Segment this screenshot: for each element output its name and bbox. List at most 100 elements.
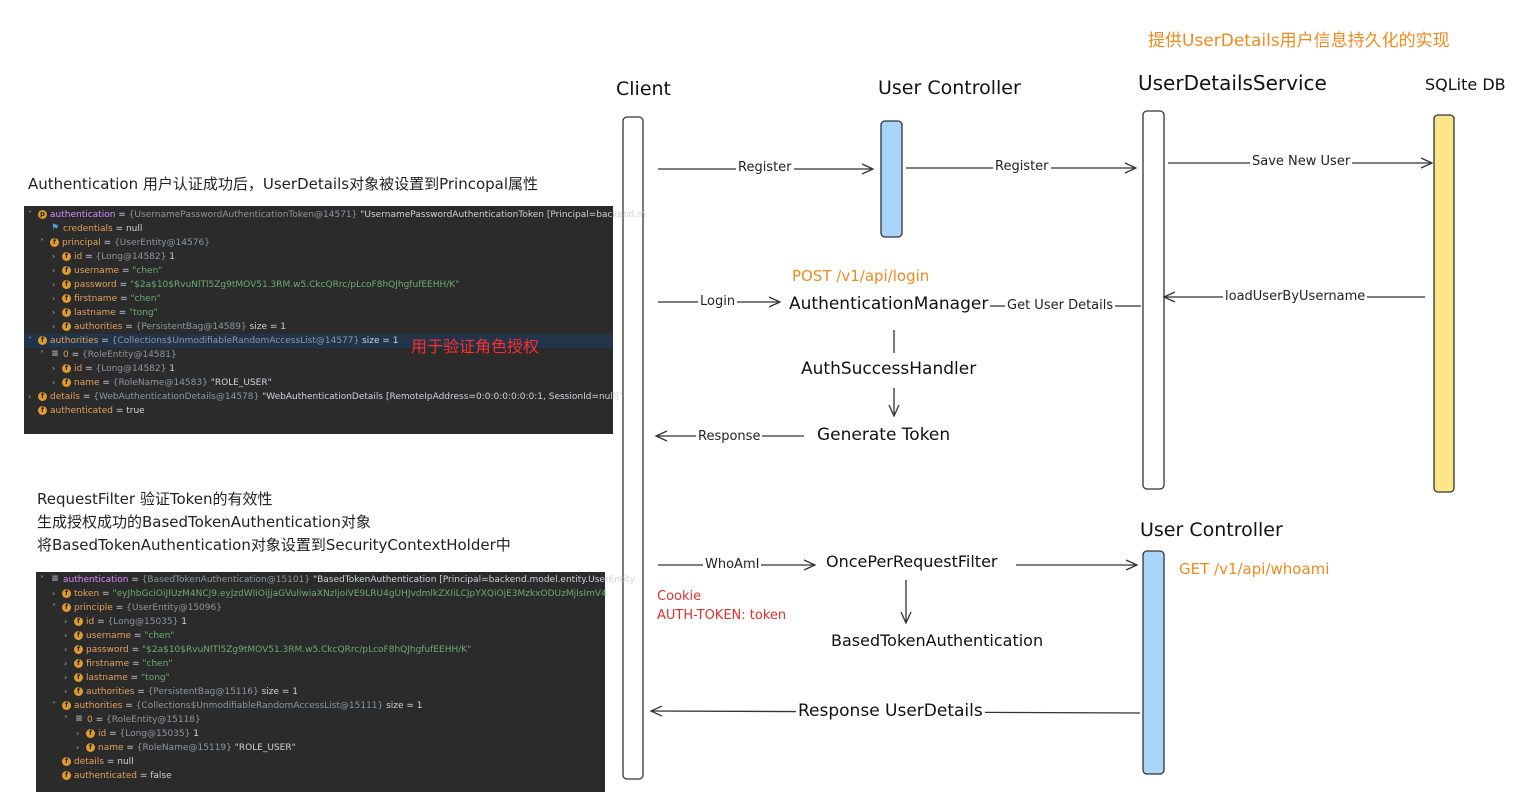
expand-right-icon[interactable]: › [64, 659, 68, 668]
expand-down-icon[interactable]: ˅ [28, 210, 32, 219]
equals-sign: = [112, 224, 126, 234]
debug-panel-based-token: ˅ ≡ authentication = {BasedTokenAuthentica… [36, 572, 635, 792]
expand-right-icon[interactable]: › [64, 687, 68, 696]
debug-field-name: credentials [63, 224, 113, 234]
field-icon: f [50, 238, 59, 247]
debug-field-type: {Long@15035} [107, 617, 182, 627]
equals-sign: = [112, 406, 127, 416]
field-icon: f [38, 406, 47, 415]
label-authentication-manager: AuthenticationManager [787, 294, 991, 314]
debug-field-name: authenticated [74, 771, 137, 781]
debug-field-name: username [74, 266, 119, 276]
annotation-cookie: Cookie [657, 589, 702, 604]
debug-field-type: {BasedTokenAuthentication@15101} [141, 575, 313, 585]
field-icon: f [38, 336, 47, 345]
expand-right-icon[interactable]: › [52, 322, 56, 331]
userdetails-lifeline [1142, 110, 1165, 490]
debug-field-value: size = 1 [249, 322, 287, 332]
expand-right-icon[interactable]: › [52, 280, 56, 289]
expand-down-icon[interactable]: ˅ [64, 715, 68, 724]
expand-right-icon[interactable]: › [64, 617, 68, 626]
expand-right-icon[interactable]: › [64, 631, 68, 640]
debug-field-value: size = 1 [261, 687, 299, 697]
list-icon: ≡ [51, 574, 59, 584]
debug-field-value: 1 [181, 617, 187, 627]
expand-right-icon[interactable]: › [76, 729, 80, 738]
debug-field-name: details [74, 757, 104, 767]
debug-row[interactable]: ˅≡0 = {RoleEntity@14581} [24, 348, 613, 362]
equals-sign: = [128, 575, 142, 585]
expand-right-icon[interactable]: › [52, 294, 56, 303]
debug-row[interactable]: ˅≡0 = {RoleEntity@15118} [36, 713, 605, 727]
debug-field-name: authentication [63, 575, 129, 585]
expand-right-icon[interactable]: › [52, 378, 56, 387]
expand-right-icon[interactable]: › [52, 364, 56, 373]
debug-field-value: size = 1 [386, 701, 423, 711]
debug-field-name: authorities [86, 687, 135, 697]
field-icon: f [62, 252, 71, 261]
debug-field-type: {UserEntity@15096} [126, 603, 222, 613]
expand-down-icon[interactable]: ˅ [40, 238, 44, 247]
expand-right-icon[interactable]: › [76, 743, 80, 752]
debug-row[interactable]: ⚑credentials = null [24, 222, 613, 236]
expand-right-icon[interactable]: › [52, 589, 56, 598]
debug-field-type: {RoleEntity@15118} [106, 715, 201, 725]
debug-field-name: authorities [74, 322, 123, 332]
equals-sign: = [129, 659, 143, 669]
debug-field-name: id [74, 252, 83, 262]
annotation-auth-token: AUTH-TOKEN: token [657, 608, 787, 623]
actor-sqlite: SQLite DB [1425, 75, 1506, 94]
label-save-new-user: Save New User [1250, 154, 1353, 169]
equals-sign: = [116, 280, 130, 290]
expand-right-icon[interactable]: › [52, 308, 56, 317]
expand-down-icon[interactable]: ˅ [52, 701, 56, 710]
annotation-post-login: POST /v1/api/login [792, 267, 930, 285]
actor-user-details-service: UserDetailsService [1138, 71, 1327, 95]
expand-right-icon[interactable]: › [52, 266, 56, 275]
expand-right-icon[interactable]: › [64, 673, 68, 682]
expand-right-icon[interactable]: › [64, 645, 68, 654]
expand-right-icon[interactable]: › [52, 252, 56, 261]
debug-field-name: name [98, 743, 124, 753]
list-icon: ≡ [51, 349, 59, 359]
expand-down-icon[interactable]: ˅ [40, 350, 44, 359]
field-icon: f [74, 631, 83, 640]
expand-down-icon[interactable]: ˅ [52, 603, 56, 612]
expand-down-icon[interactable]: ˅ [40, 575, 44, 584]
label-load-user: loadUserByUsername [1223, 289, 1368, 304]
field-icon: f [62, 589, 71, 598]
filter-note-2: 生成授权成功的BasedTokenAuthentication对象 [37, 513, 371, 531]
expand-right-icon[interactable]: › [28, 392, 32, 401]
debug-field-value: "chen" [130, 294, 161, 304]
debug-row[interactable]: ˅ ≡ authentication = {BasedTokenAuthentica… [36, 573, 635, 587]
field-icon: f [74, 673, 83, 682]
debug-field-type: {WebAuthenticationDetails@14578} [93, 392, 263, 402]
expand-down-icon[interactable]: ˅ [28, 336, 32, 345]
